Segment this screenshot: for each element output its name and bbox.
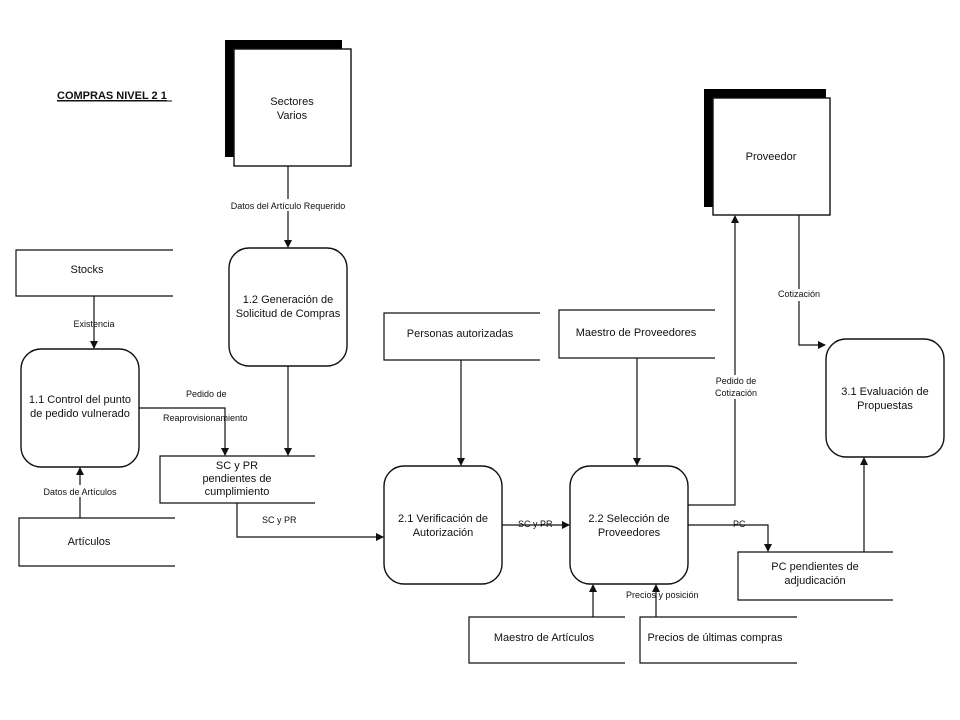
flow-label: Pedido de [716,376,757,386]
process-label: Solicitud de Compras [236,308,341,320]
entity-sectores-varios: Sectores Varios [225,40,352,167]
store-maestro-proveedores: Maestro de Proveedores [558,309,715,359]
flow-label: Reaprovisionamiento [163,413,248,423]
process-label: Proveedores [598,527,661,539]
store-label: Personas autorizadas [407,328,514,340]
store-pc-pendientes: PC pendientes de adjudicación [737,551,893,601]
store-personas-autorizadas: Personas autorizadas [383,312,540,361]
flow-pc: PC [688,519,772,552]
process-1-2-generacion: 1.2 Generación de Solicitud de Compras [228,247,348,367]
flow-existencia: Existencia [73,296,115,349]
flow-label: Pedido de [186,389,227,399]
store-label: Maestro de Proveedores [576,327,697,339]
flow-label: PC [733,519,746,529]
store-label: Artículos [68,536,111,548]
entity-label: Sectores [270,96,314,108]
process-label: 1.2 Generación de [243,294,334,306]
flow-2-1-to-2-2: SC y PR [502,519,570,529]
flow-pedido-reaprovisionamiento: Pedido de Reaprovisionamiento [139,389,248,456]
process-label: 1.1 Control del punto [29,394,131,406]
flow-label: SC y PR [518,519,553,529]
flow-label: Cotización [778,289,820,299]
store-precios-ultimas-compras: Precios de últimas compras [639,616,797,664]
store-label: Stocks [70,264,104,276]
store-label: pendientes de [202,473,271,485]
store-stocks: Stocks [15,249,173,297]
store-label: cumplimiento [205,486,270,498]
store-label: adjudicación [784,575,845,587]
store-label: PC pendientes de [771,561,858,573]
flow-label: SC y PR [262,515,297,525]
process-label: 3.1 Evaluación de [841,386,928,398]
flow-datos-articulo-requerido: Datos del Artículo Requerido [228,166,348,248]
store-sc-pr-pendientes: SC y PR pendientes de cumplimiento [159,455,315,504]
process-label: 2.2 Selección de [588,513,669,525]
store-label: Maestro de Artículos [494,632,595,644]
store-label: SC y PR [216,460,258,472]
process-2-1-verificacion: 2.1 Verificación de Autorización [383,465,503,585]
entity-label: Proveedor [746,151,797,163]
store-articulos: Artículos [18,517,175,567]
flow-pedido-cotizacion: Pedido de Cotización [688,215,762,506]
flow-label: Existencia [73,319,114,329]
process-label: Propuestas [857,400,913,412]
flow-label: Datos de Artículos [43,487,117,497]
flow-cotizacion: Cotización [776,215,826,349]
diagram-title: COMPRAS NIVEL 2 1 [57,90,167,102]
flow-label: Datos del Artículo Requerido [231,201,346,211]
store-maestro-articulos: Maestro de Artículos [468,616,625,664]
flow-label: Precios y posición [626,590,699,600]
process-label: 2.1 Verificación de [398,513,488,525]
entity-label: Varios [277,110,308,122]
process-2-2-seleccion: 2.2 Selección de Proveedores [569,465,689,585]
entity-proveedor: Proveedor [704,89,831,216]
process-3-1-evaluacion: 3.1 Evaluación de Propuestas [825,338,945,458]
flow-datos-articulos: Datos de Artículos [40,467,120,518]
process-label: de pedido vulnerado [30,408,130,420]
flow-label: Cotización [715,388,757,398]
process-label: Autorización [413,527,474,539]
flow-sc-pr-to-2-1: SC y PR [236,503,384,541]
flow-precios-posicion: Precios y posición [626,584,699,617]
store-label: Precios de últimas compras [647,632,783,644]
process-1-1-control: 1.1 Control del punto de pedido vulnerad… [20,348,140,468]
